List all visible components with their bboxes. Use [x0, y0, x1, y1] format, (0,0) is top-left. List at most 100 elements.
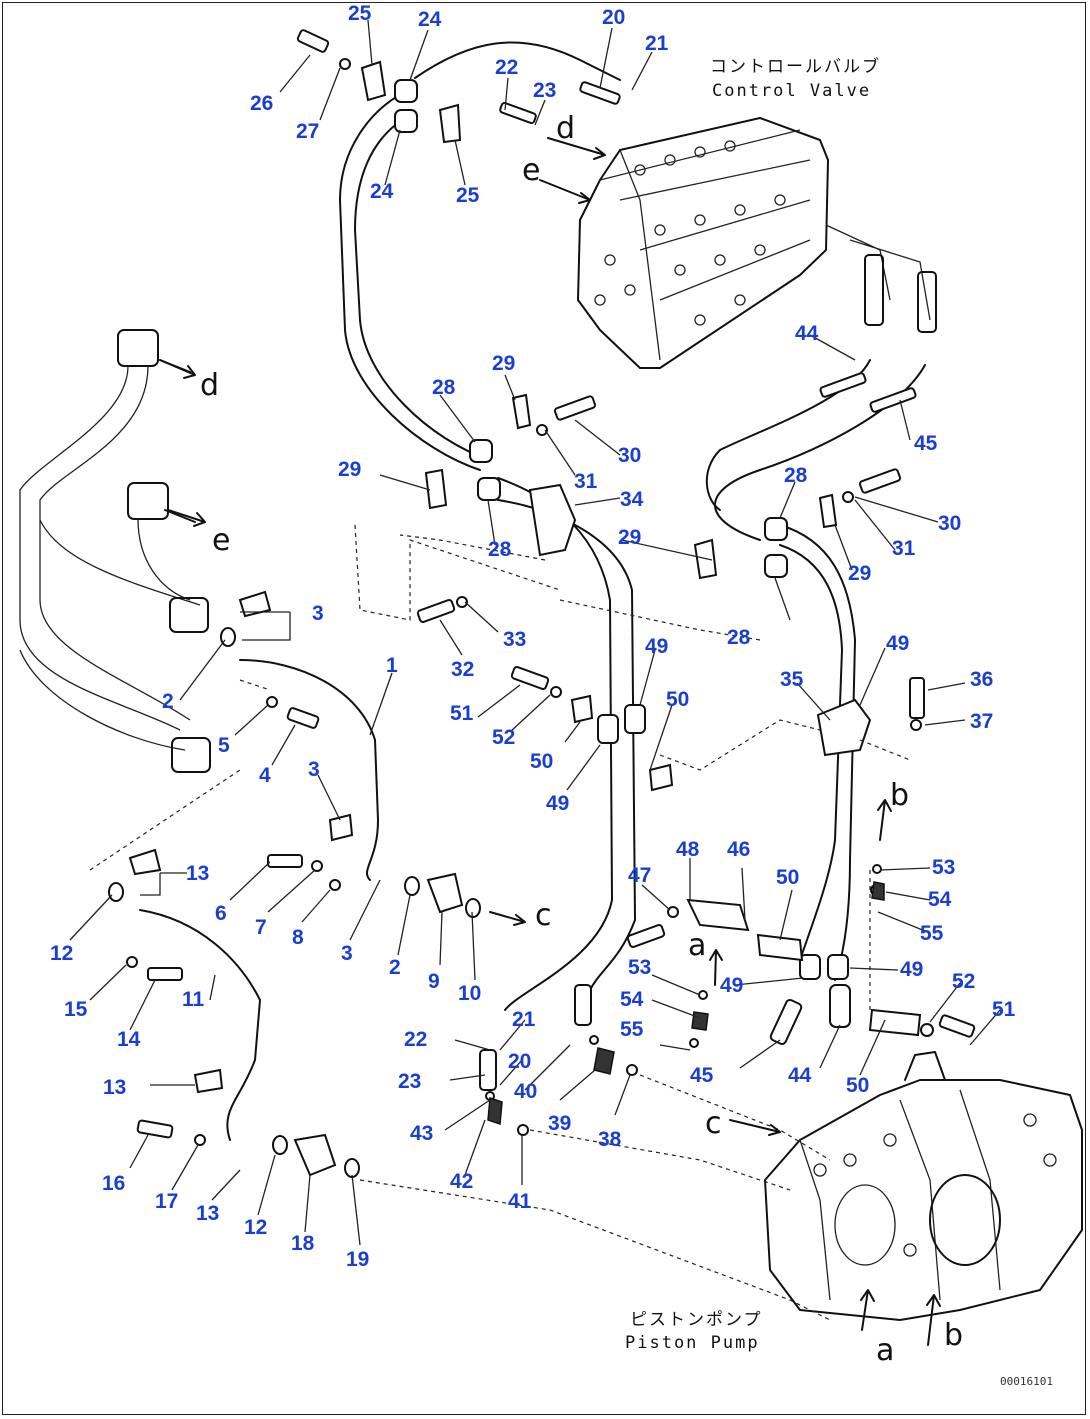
callout-44: 44	[788, 1064, 812, 1087]
callout-3: 3	[312, 602, 324, 625]
callout-49: 49	[886, 632, 909, 655]
callout-28: 28	[488, 538, 512, 561]
callout-54: 54	[928, 888, 952, 911]
callout-47: 47	[628, 864, 651, 887]
control-valve-body	[577, 117, 937, 369]
callout-50: 50	[846, 1074, 869, 1097]
callout-49: 49	[645, 635, 668, 658]
callout-33: 33	[503, 628, 526, 651]
callout-3: 3	[308, 758, 320, 781]
drawing-code: 00016101	[1000, 1375, 1053, 1388]
letter-c-pump: c	[705, 1106, 722, 1141]
callout-1: 1	[386, 654, 398, 677]
callout-53: 53	[932, 856, 955, 879]
callout-25: 25	[348, 2, 372, 25]
piston-pump-body	[764, 1051, 1083, 1321]
callout-2: 2	[389, 956, 401, 979]
callout-42: 42	[450, 1170, 473, 1193]
hardware-parts	[108, 29, 976, 1178]
callout-30: 30	[618, 444, 641, 467]
callout-27: 27	[296, 120, 319, 143]
letter-b-pump: b	[944, 1318, 963, 1353]
callout-8: 8	[292, 926, 304, 949]
component-captions: コントロールバルブ Control Valve ピストンポンプ Piston P…	[625, 56, 1053, 1388]
callout-45: 45	[914, 432, 938, 455]
callout-30: 30	[938, 512, 961, 535]
callout-18: 18	[291, 1232, 315, 1255]
callout-17: 17	[155, 1190, 178, 1213]
callout-20: 20	[602, 6, 625, 29]
callout-28: 28	[432, 376, 456, 399]
callout-23: 23	[533, 79, 556, 102]
callout-13: 13	[196, 1202, 219, 1225]
callout-35: 35	[780, 668, 804, 691]
letter-a-pump: a	[876, 1333, 894, 1368]
callout-55: 55	[620, 1018, 644, 1041]
callout-46: 46	[727, 838, 750, 861]
control-valve-caption-jp: コントロールバルブ	[710, 56, 881, 77]
callout-29: 29	[848, 562, 871, 585]
callout-9: 9	[428, 970, 440, 993]
callout-6: 6	[215, 902, 227, 925]
callout-13: 13	[103, 1076, 126, 1099]
callout-36: 36	[970, 668, 993, 691]
callout-16: 16	[102, 1172, 125, 1195]
callout-49: 49	[546, 792, 569, 815]
callout-22: 22	[404, 1028, 427, 1051]
piston-pump-caption-en: Piston Pump	[625, 1333, 760, 1353]
callout-53: 53	[628, 956, 651, 979]
letter-d-left: d	[200, 368, 219, 403]
callout-31: 31	[892, 537, 916, 560]
callout-43: 43	[410, 1122, 433, 1145]
callout-2: 2	[162, 690, 174, 713]
callout-52: 52	[952, 970, 975, 993]
callout-26: 26	[250, 92, 273, 115]
callout-38: 38	[598, 1128, 622, 1151]
callout-23: 23	[398, 1070, 421, 1093]
callout-54: 54	[620, 988, 644, 1011]
callout-51: 51	[992, 998, 1016, 1021]
callout-45: 45	[690, 1064, 714, 1087]
callout-20: 20	[508, 1050, 531, 1073]
letter-e-left: e	[212, 523, 230, 558]
flow-arrows	[159, 137, 941, 1346]
callout-3: 3	[341, 942, 353, 965]
callout-13: 13	[186, 862, 209, 885]
callout-10: 10	[458, 982, 481, 1005]
callout-15: 15	[64, 998, 88, 1021]
connection-letters: d e d e c c a b a b	[200, 111, 963, 1368]
callout-7: 7	[255, 916, 267, 939]
callout-44: 44	[795, 322, 819, 345]
callout-12: 12	[50, 942, 73, 965]
callout-12: 12	[244, 1216, 267, 1239]
callout-50: 50	[776, 866, 799, 889]
callout-25: 25	[456, 184, 480, 207]
callout-4: 4	[259, 764, 271, 787]
callout-39: 39	[548, 1112, 571, 1135]
callout-49: 49	[900, 958, 923, 981]
letter-e-valve: e	[522, 153, 540, 188]
callout-11: 11	[182, 988, 205, 1011]
control-valve-caption-en: Control Valve	[712, 81, 871, 101]
callout-22: 22	[495, 56, 518, 79]
callout-51: 51	[450, 702, 474, 725]
piston-pump-caption-jp: ピストンポンプ	[630, 1310, 763, 1330]
callout-5: 5	[218, 734, 230, 757]
callout-55: 55	[920, 922, 944, 945]
callout-41: 41	[508, 1190, 532, 1213]
letter-a-upper: a	[688, 928, 706, 963]
callout-29: 29	[618, 526, 641, 549]
callout-28: 28	[727, 626, 751, 649]
callout-50: 50	[530, 750, 553, 773]
letter-d-valve: d	[556, 111, 575, 146]
callout-21: 21	[645, 32, 669, 55]
part-callouts: 25 24 20 21 22 23 26 27 24 25 44 45 28 2…	[50, 2, 1016, 1271]
callout-50: 50	[666, 688, 689, 711]
callout-32: 32	[451, 658, 474, 681]
letter-c-line: c	[535, 898, 552, 933]
callout-29: 29	[492, 352, 515, 375]
callout-14: 14	[117, 1028, 141, 1051]
callout-28: 28	[784, 464, 808, 487]
